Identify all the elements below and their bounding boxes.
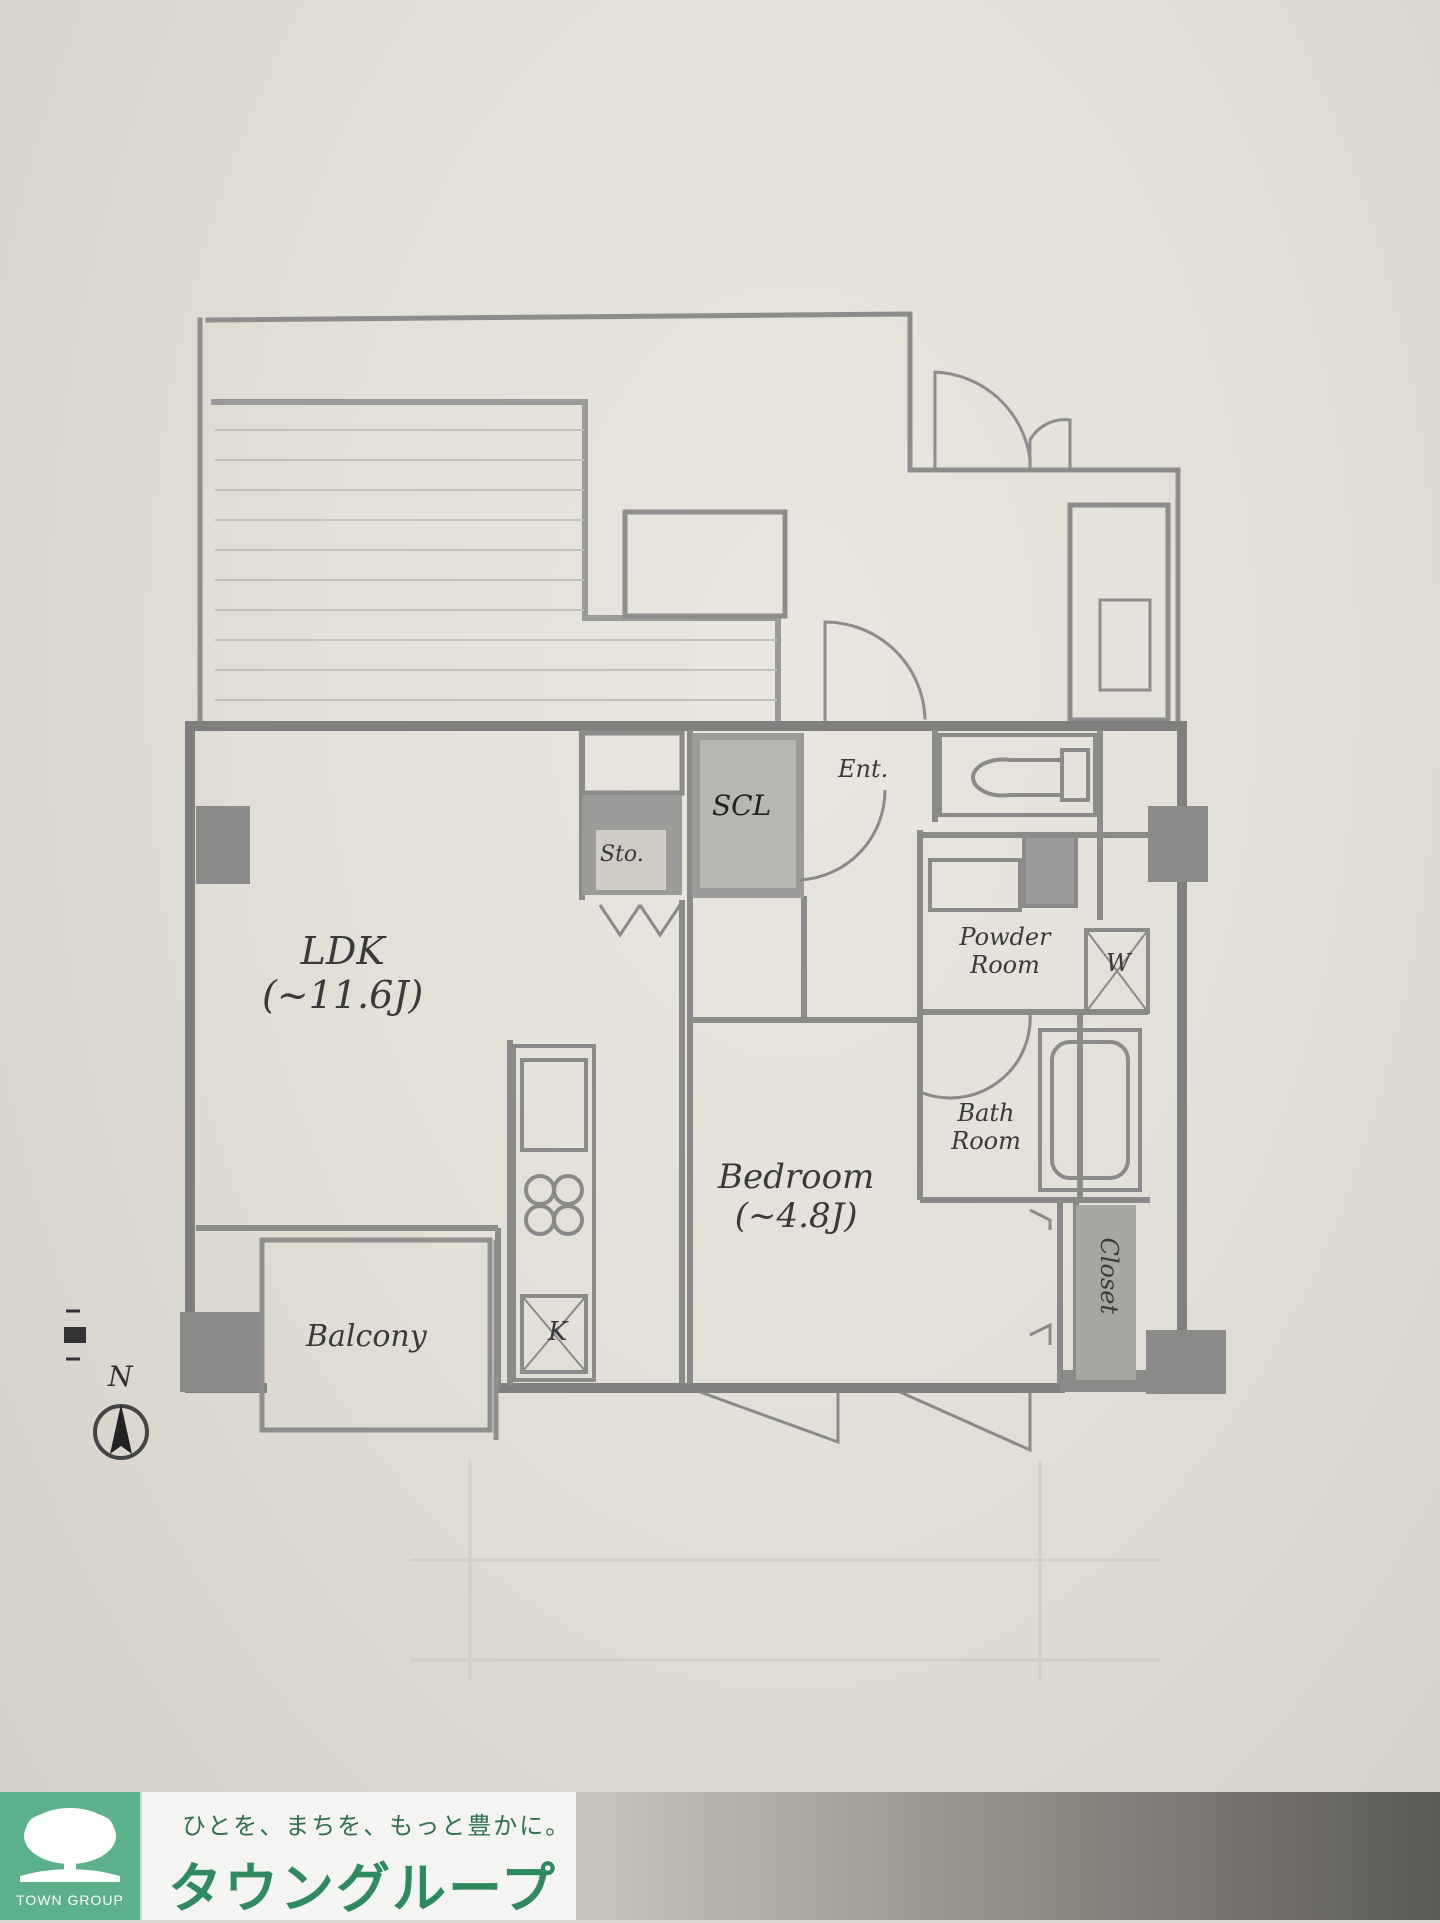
- closet-unit: [1076, 1205, 1136, 1380]
- powder-room-label: Powder Room: [940, 923, 1070, 979]
- balcony-label: Balcony: [306, 1319, 427, 1355]
- apartment-walls: [185, 721, 1187, 1393]
- bath-room-name: Bath Room: [951, 1099, 1021, 1155]
- bleed-lines: [410, 1460, 1160, 1680]
- balcony-name: Balcony: [306, 1319, 427, 1354]
- bath-room-label: Bath Room: [936, 1099, 1036, 1155]
- kitchen-name: K: [548, 1317, 568, 1347]
- floor-plan: [180, 311, 1226, 1680]
- upper-door: [933, 370, 1032, 472]
- upper-box: [622, 509, 788, 619]
- storage-units: [579, 730, 804, 898]
- bedroom-area: (~4.8J): [734, 1196, 858, 1237]
- door-swings: [598, 789, 1052, 1453]
- washer-label: W: [1106, 949, 1131, 978]
- kitchen-label: K: [548, 1317, 568, 1348]
- powder-room-name: Powder Room: [959, 923, 1051, 979]
- entrance-name: Ent.: [838, 755, 889, 783]
- company-logo: TOWN GROUP: [0, 1792, 140, 1920]
- brand-box: ひとを、まちを、もっと豊かに。 タウングループ: [142, 1792, 576, 1920]
- storage-label: Sto.: [600, 842, 644, 867]
- tree-logo-icon: [20, 1808, 120, 1882]
- stair-treads: [215, 429, 777, 701]
- bathtub: [1038, 1028, 1142, 1192]
- company-banner: TOWN GROUP ひとを、まちを、もっと豊かに。 タウングループ: [0, 1792, 1440, 1920]
- compass-icon: [93, 1404, 149, 1460]
- kitchen-counter: [512, 1044, 596, 1382]
- entrance-door: [823, 620, 927, 722]
- washer-name: W: [1106, 949, 1131, 977]
- upper-outline: [205, 311, 1181, 723]
- ldk-area: (~11.6J): [262, 972, 424, 1017]
- entrance-label: Ent.: [838, 755, 889, 784]
- balcony-outline: [259, 1237, 499, 1440]
- ldk-name: LDK: [300, 929, 385, 973]
- bedroom-label: Bedroom (~4.8J): [718, 1157, 875, 1237]
- bedroom-name: Bedroom: [718, 1157, 875, 1197]
- powder-sink: [928, 834, 1150, 1014]
- compass-north-letter: N: [108, 1360, 133, 1393]
- shoe-closet-label: SCL: [712, 789, 772, 822]
- shaft-box: [1067, 502, 1171, 723]
- bookmark-mark-icon: [64, 1309, 86, 1361]
- brand-tagline: ひとを、まちを、もっと豊かに。: [182, 1812, 572, 1840]
- closet-label: Closet: [1095, 1237, 1123, 1314]
- wall-pillars: [180, 806, 1226, 1394]
- storage-name: Sto.: [600, 842, 644, 867]
- toilet: [938, 733, 1097, 817]
- logo-caption: TOWN GROUP: [16, 1892, 124, 1908]
- closet-name: Closet: [1095, 1237, 1124, 1315]
- shadow-strip: [576, 1792, 1440, 1920]
- stair-block: [211, 399, 781, 721]
- shoe-closet-name: SCL: [712, 789, 772, 822]
- brand-name: タウングループ: [168, 1857, 557, 1920]
- ldk-label: LDK (~11.6J): [262, 929, 424, 1017]
